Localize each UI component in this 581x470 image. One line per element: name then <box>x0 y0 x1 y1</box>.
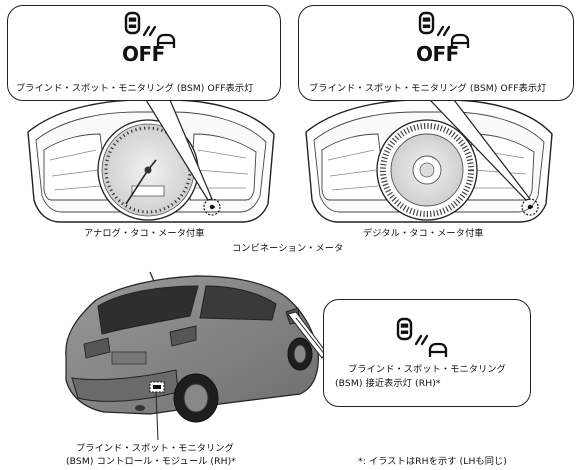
bsm-off-indicator-label-right: ブラインド・スポット・モニタリング (BSM) OFF表示灯 <box>309 83 547 94</box>
bsm-off-icon-text-left: OFF <box>122 42 165 66</box>
footnote: *: イラストはRHを示す (LHも同じ) <box>358 456 507 467</box>
exhaust-pipe <box>135 405 145 411</box>
callout-bsm-off-digital <box>298 5 574 101</box>
analog-combination-meter <box>27 99 275 223</box>
analog-meter-caption: アナログ・タコ・メータ付車 <box>84 228 205 239</box>
vehicle-illustration <box>65 271 319 441</box>
bsm-off-icon-text-right: OFF <box>416 42 459 66</box>
bsm-control-module-label-1: ブラインド・スポット・モニタリング <box>76 443 234 454</box>
bsm-off-indicator-label-left: ブラインド・スポット・モニタリング (BSM) OFF表示灯 <box>16 83 254 94</box>
bsm-approach-indicator-label-2: (BSM) 接近表示灯 (RH)* <box>335 378 441 389</box>
callout-bsm-off-analog <box>7 5 281 101</box>
combination-meter-caption: コンビネーション・メータ <box>232 243 344 254</box>
digital-meter-caption: デジタル・タコ・メータ付車 <box>363 228 484 239</box>
callout-bsm-approach-indicator <box>323 299 531 407</box>
bsm-control-module-label-2: (BSM) コントロール・モジュール (RH)* <box>66 456 236 467</box>
digital-combination-meter <box>305 99 553 223</box>
bsm-approach-indicator-label-1: ブラインド・スポット・モニタリング <box>348 364 506 375</box>
